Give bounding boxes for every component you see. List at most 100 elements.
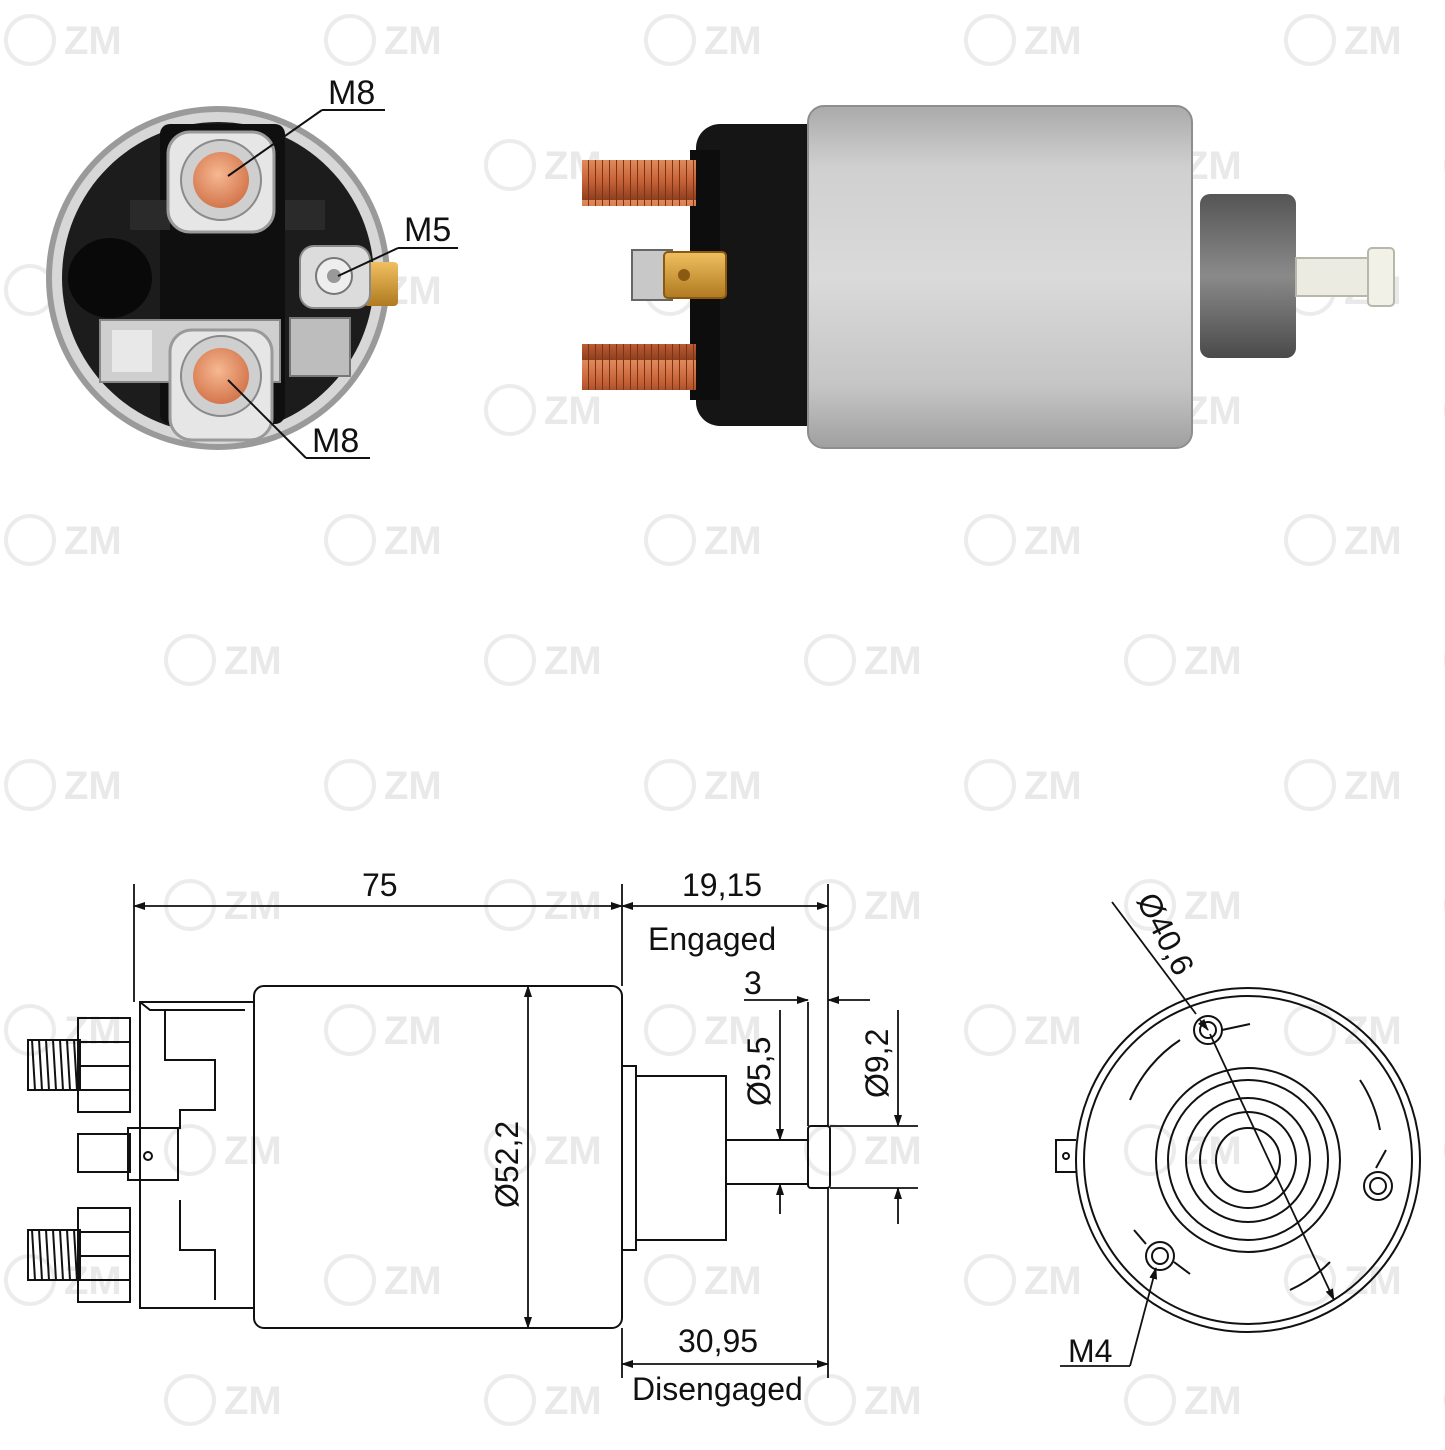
watermark-text: ZM [1184,639,1242,683]
watermark-logo-icon [484,384,536,436]
thread-line [31,1039,36,1091]
watermark-logo-icon [164,634,216,686]
watermark-text: ZM [864,1129,922,1173]
watermark-logo-icon [644,1004,696,1056]
thread-line [52,1229,57,1281]
watermark-logo-icon [964,1254,1016,1306]
watermark-logo-icon [1284,759,1336,811]
thread-line [59,1039,64,1091]
watermark-logo-icon [1284,1254,1336,1306]
watermark-text: ZM [1184,389,1242,433]
watermark-text: ZM [1024,19,1082,63]
watermark-logo-icon [964,514,1016,566]
watermark-text: ZM [384,1009,442,1053]
watermark-logo-icon [164,1374,216,1426]
watermark-logo-icon [1124,634,1176,686]
watermark-logo-icon [804,1374,856,1426]
photo-end-view [46,106,398,450]
watermark-text: ZM [384,519,442,563]
watermark-text: ZM [1184,1379,1242,1423]
watermark-text: ZM [1024,764,1082,808]
watermark-text: ZM [1344,519,1402,563]
watermark-logo-icon [644,1254,696,1306]
watermark-text: ZM [1024,1009,1082,1053]
thread-line [66,1229,71,1281]
dim-engaged-label: Engaged [648,921,776,957]
watermark-logo-icon [324,759,376,811]
stud-threads [31,1039,78,1281]
watermark-logo-icon [324,14,376,66]
watermark-logo-icon [804,879,856,931]
watermark-text: ZM [864,1379,922,1423]
watermark-text: ZM [64,519,122,563]
watermark-logo-icon [484,1374,536,1426]
watermark-logo-icon [4,1004,56,1056]
watermark-text: ZM [1344,764,1402,808]
watermark-logo-icon [4,759,56,811]
watermark-text: ZM [1184,884,1242,928]
watermark-logo-icon [164,1124,216,1176]
watermark-logo-icon [1124,1124,1176,1176]
photo-leaders [227,109,458,459]
watermark-text: ZM [704,764,762,808]
watermark-logo-icon [324,1004,376,1056]
watermark-logo-icon [324,1254,376,1306]
watermark-logo-icon [4,514,56,566]
thread-line [52,1039,57,1091]
watermark-text: ZM [544,1379,602,1423]
watermark-logo-icon [1124,879,1176,931]
watermark-logo-icon [964,1004,1016,1056]
dimension-lines [133,884,918,1378]
thread-line [73,1039,78,1091]
watermark-text: ZM [544,639,602,683]
watermark-text: ZM [1344,1009,1402,1053]
watermark-logo-icon [1284,514,1336,566]
watermark-logo-icon [484,879,536,931]
thread-line [45,1039,50,1091]
watermark-logo-icon [804,634,856,686]
watermark-text: ZM [224,1129,282,1173]
watermark-text: ZM [864,639,922,683]
thread-line [38,1039,43,1091]
watermark-logo-icon [964,14,1016,66]
watermark-text: ZM [384,1259,442,1303]
watermark-logo-icon [324,514,376,566]
watermark-text: ZM [64,764,122,808]
watermark-text: ZM [224,639,282,683]
watermark-logo-icon [644,14,696,66]
watermark-logo-icon [1284,1004,1336,1056]
watermark-text: ZM [864,884,922,928]
dim-tip-diameter: Ø9,2 [859,1029,895,1098]
watermark-logo-icon [484,139,536,191]
watermark-text: ZM [1184,144,1242,188]
label-top-stud: M8 [328,74,375,112]
watermark-logo-icon [644,514,696,566]
watermark-text: ZM [384,764,442,808]
watermark-logo-icon [1284,14,1336,66]
thread-line [45,1229,50,1281]
watermark-text: ZM [1184,1129,1242,1173]
watermark-logo-icon [1124,1374,1176,1426]
thread-line [38,1229,43,1281]
dim-engaged-stroke: 19,15 [682,867,762,903]
watermark-text: ZM [1344,19,1402,63]
thread-line [31,1229,36,1281]
dim-body-length: 75 [362,867,398,903]
thread-line [73,1229,78,1281]
watermark-logo-icon [964,759,1016,811]
watermark-logo-icon [484,1124,536,1176]
dim-plunger-diameter: Ø5,5 [741,1037,777,1106]
dim-disengaged-label: Disengaged [632,1371,803,1407]
dim-disengaged-stroke: 30,95 [678,1323,758,1359]
watermark-logo-icon [164,879,216,931]
watermark-logo-icon [4,14,56,66]
watermark-text: ZM [704,1009,762,1053]
dim-tip-length: 3 [744,965,762,1001]
watermark-text: ZM [224,1379,282,1423]
front-view-dimensions [1060,901,1335,1367]
dim-mount-thread: M4 [1068,1333,1112,1369]
photo-side-view [582,105,1395,449]
watermark-text: ZM [704,519,762,563]
watermark-text: ZM [704,1259,762,1303]
